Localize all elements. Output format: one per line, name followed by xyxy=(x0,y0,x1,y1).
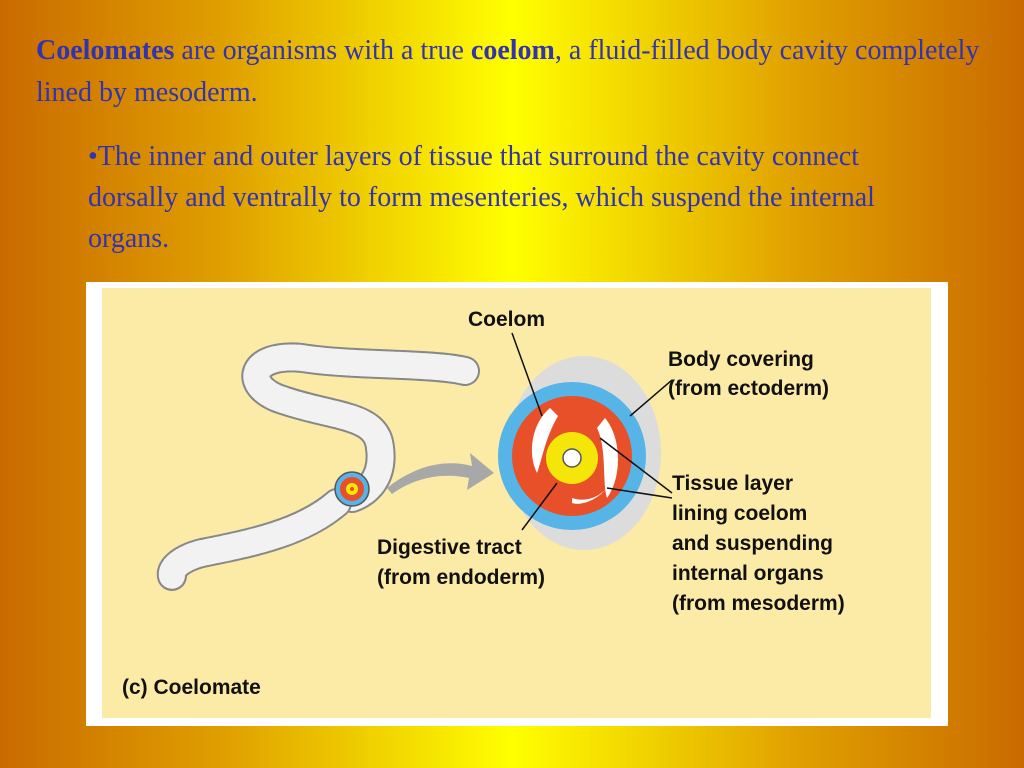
figure-caption: (c) Coelomate xyxy=(122,676,261,699)
label-coelom: Coelom xyxy=(468,308,545,331)
leader-lines xyxy=(511,332,673,531)
intro-text-1: are organisms with a true xyxy=(174,35,471,66)
term-coelom: coelom xyxy=(470,35,555,66)
worm-illustration xyxy=(156,342,480,591)
figure-frame: Coelom Body covering (from ectoderm) Tis… xyxy=(86,282,948,726)
bullet-point: •The inner and outer layers of tissue th… xyxy=(88,141,875,254)
label-digestive-line1: Digestive tract xyxy=(377,536,522,559)
coelomate-figure: Coelom Body covering (from ectoderm) Tis… xyxy=(102,288,931,718)
coelomate-diagram: Coelom Body covering (from ectoderm) Tis… xyxy=(122,308,845,699)
label-tissue-line1: Tissue layer xyxy=(672,472,793,495)
label-tissue-line4: internal organs xyxy=(672,562,824,585)
label-tissue-line3: and suspending xyxy=(672,532,833,555)
intro-text-2: , a fluid-filled body cavity completely … xyxy=(36,35,980,108)
label-body-covering-line2: (from ectoderm) xyxy=(668,377,829,400)
label-digestive-line2: (from endoderm) xyxy=(377,566,545,589)
intro-paragraph: Coelomates are organisms with a true coe… xyxy=(36,30,996,114)
label-tissue-line5: (from mesoderm) xyxy=(672,592,845,615)
term-coelomates: Coelomates xyxy=(36,35,175,66)
label-body-covering-line1: Body covering xyxy=(668,348,814,371)
label-tissue-line2: lining coelom xyxy=(672,502,807,525)
cross-section xyxy=(498,356,661,550)
arrow-icon xyxy=(387,453,494,494)
